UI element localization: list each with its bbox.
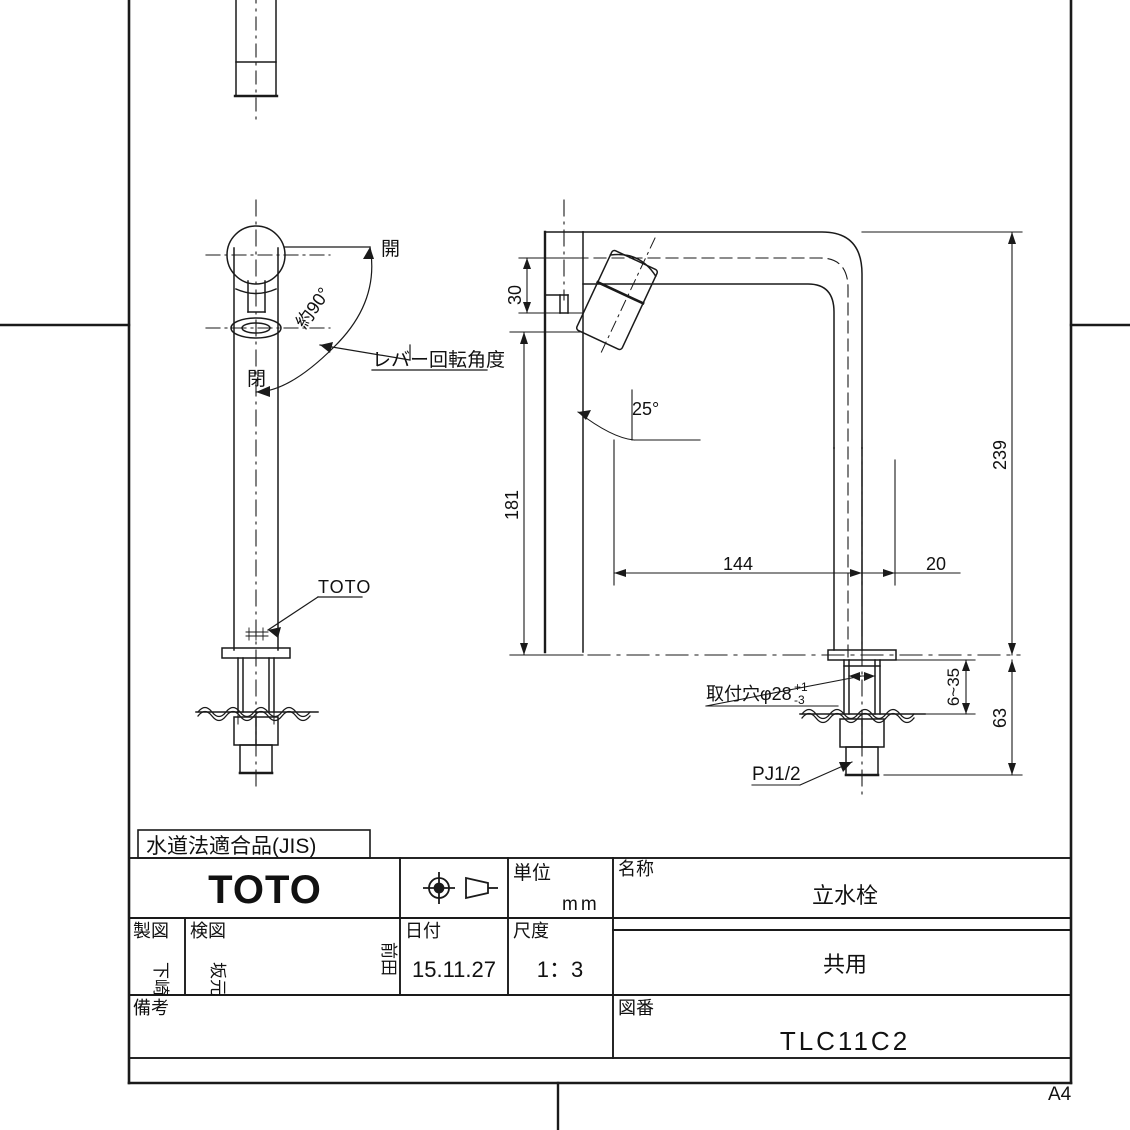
checked-by-label: 検図 — [190, 921, 226, 941]
dim-mounting-hole — [705, 672, 876, 707]
dim-text-6-35: 6~35 — [944, 668, 963, 706]
sheet-size-label: A4 — [1048, 1084, 1072, 1105]
name-value-2: 共用 — [823, 952, 867, 977]
name-label: 名称 — [618, 859, 654, 879]
dim-25deg — [577, 389, 701, 441]
label-brand-callout: TOTO — [318, 577, 371, 597]
dim-30 — [518, 257, 584, 314]
front-view-shank-centerlines — [237, 663, 275, 725]
unit-label: 単位 — [513, 862, 551, 884]
side-view-lever-handle — [575, 249, 659, 351]
front-view-deck-break-wave — [197, 706, 311, 722]
dimension-lines — [509, 231, 1023, 786]
side-elevation-view — [509, 199, 1021, 796]
dim-text-25deg: 25° — [632, 399, 659, 419]
scale-value: 1：3 — [537, 957, 583, 982]
date-value: 15.11.27 — [412, 957, 496, 982]
label-closed: 閉 — [247, 369, 266, 390]
side-view-spout-centerline — [539, 257, 849, 661]
dim-text-181: 181 — [502, 490, 522, 520]
drawn-by-label: 製図 — [133, 921, 169, 941]
dim-20 — [861, 459, 961, 586]
side-view-spout-arm — [582, 231, 863, 449]
brand-mark-leader — [267, 596, 363, 638]
drawing-no-value: TLC11C2 — [780, 1026, 910, 1056]
note-thread-pj12: PJ1/2 — [752, 764, 801, 785]
side-view-lever-centerline — [599, 237, 656, 356]
dim-text-63: 63 — [990, 708, 1010, 728]
dim-text-144: 144 — [723, 554, 753, 574]
checked-by-value-2: 前田 — [379, 942, 398, 976]
leader-pj12 — [751, 761, 853, 786]
label-rotation-note: レバー回転角度 — [372, 349, 505, 371]
center-tick-marks — [0, 323, 1130, 1130]
first-angle-projection-icon — [423, 872, 498, 904]
side-view-centerline — [563, 199, 863, 796]
dim-text-239: 239 — [990, 440, 1010, 470]
name-value: 立水栓 — [812, 883, 878, 908]
dim-239 — [861, 231, 1023, 656]
dim-6-35 — [883, 659, 976, 715]
company-logo: TOTO — [208, 868, 322, 912]
checked-by-value: 坂元 — [208, 962, 227, 996]
note-mounting-hole-tol-upper: +1 — [794, 680, 808, 694]
dim-144 — [613, 439, 863, 586]
unit-value: mm — [562, 894, 600, 915]
drawn-by-value: 下崎 — [151, 962, 170, 996]
certification-label: 水道法適合品(JIS) — [146, 835, 316, 858]
label-open: 開 — [381, 239, 400, 260]
front-view-upper-break — [233, 0, 279, 98]
note-mounting-hole-tol-lower: -3 — [794, 693, 805, 707]
front-elevation-view — [195, 0, 331, 791]
dim-text-30: 30 — [505, 285, 525, 305]
dim-text-20: 20 — [926, 554, 946, 574]
remarks-label: 備考 — [133, 998, 169, 1018]
front-view-horizontal-centerlines — [205, 254, 331, 329]
scale-label: 尺度 — [513, 921, 549, 941]
note-mounting-hole: 取付穴φ28 — [706, 684, 792, 704]
dim-181 — [509, 331, 584, 656]
front-view-body-tube — [233, 247, 279, 651]
lever-rotation-annotation — [255, 246, 488, 397]
date-label: 日付 — [405, 921, 441, 941]
drawing-no-label: 図番 — [618, 998, 654, 1018]
dim-63 — [883, 659, 1023, 776]
